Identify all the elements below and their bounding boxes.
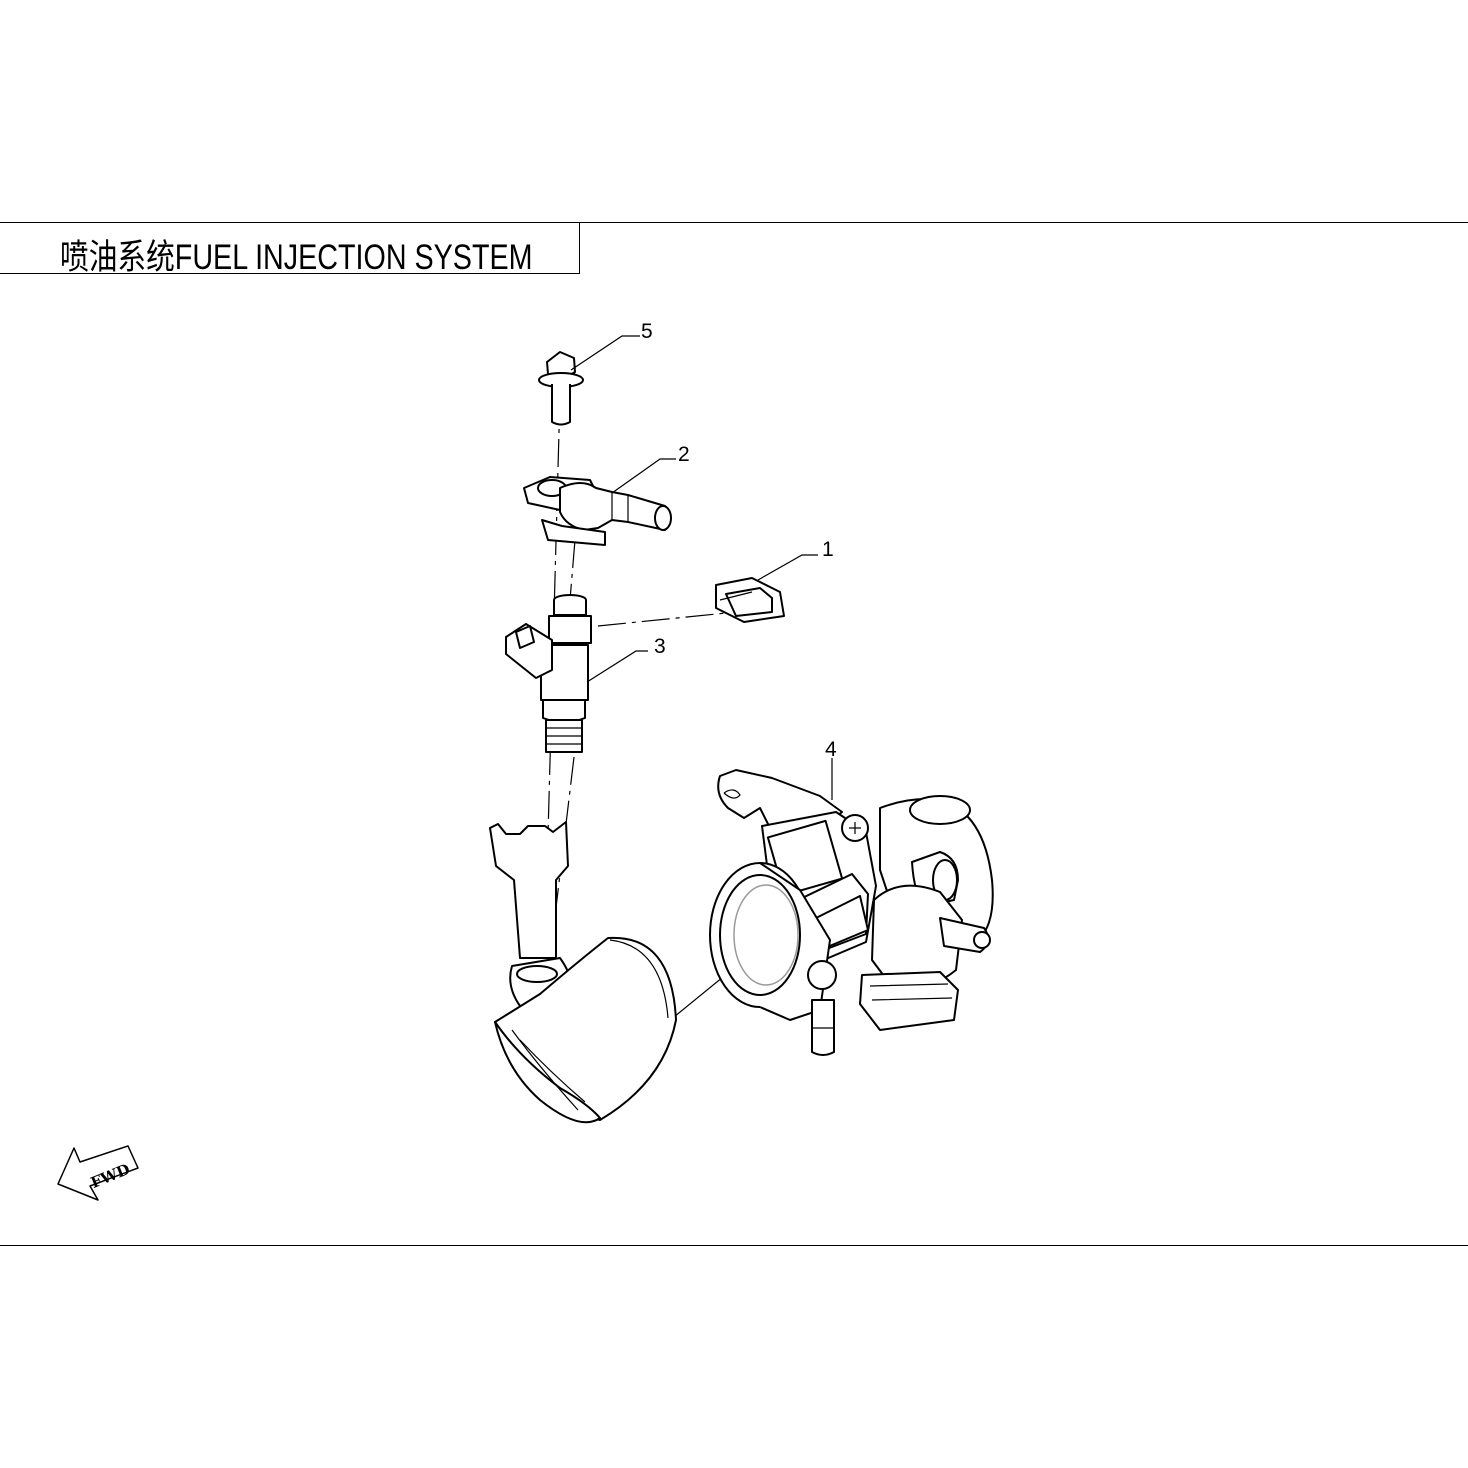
page-title: 喷油系统FUEL INJECTION SYSTEM <box>60 238 533 277</box>
callout-4: 4 <box>825 738 837 761</box>
callout-2: 2 <box>678 443 690 466</box>
leader-line-3 <box>586 650 648 683</box>
fuel-injector <box>505 594 592 753</box>
callout-3: 3 <box>654 635 666 658</box>
callout-1: 1 <box>822 538 834 561</box>
intake-manifold-boot <box>489 821 677 1124</box>
fuel-rail-cap <box>523 476 672 546</box>
callout-5: 5 <box>641 320 653 343</box>
leader-line-1 <box>757 554 818 581</box>
drawing-frame <box>0 222 1468 1246</box>
flange-bolt <box>538 351 584 426</box>
injector-retaining-clip <box>715 577 785 623</box>
leader-line-5 <box>570 335 640 371</box>
title-box <box>0 222 580 274</box>
leader-line-2 <box>611 458 676 494</box>
throttle-body <box>709 769 994 1056</box>
forward-direction-arrow-icon: FWD <box>57 1145 139 1201</box>
assembly-axis-line <box>569 539 576 601</box>
clip-axis-line <box>597 611 737 627</box>
